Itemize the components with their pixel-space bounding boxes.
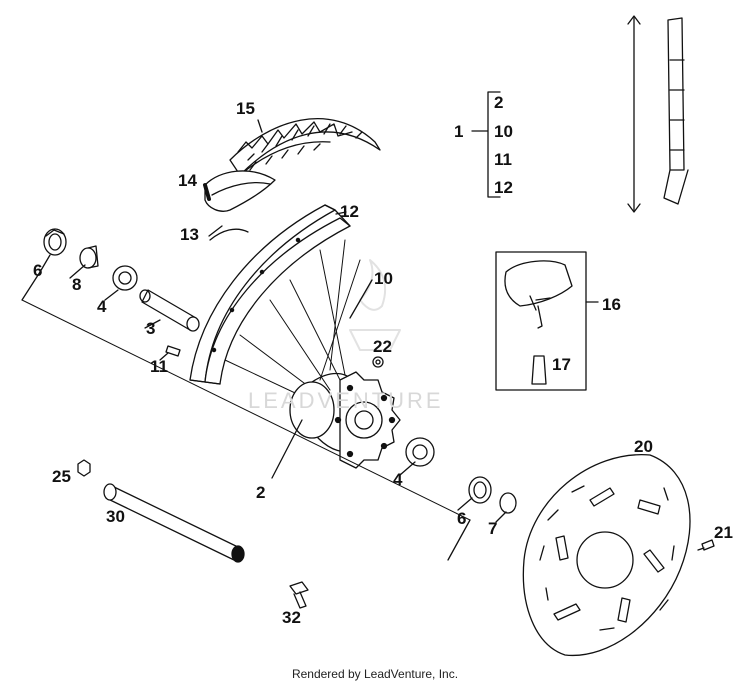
watermark: LEADVENTURE [248,388,444,413]
callout-10: 10 [374,269,393,288]
axle-centerline [21,299,471,521]
callout-6-left: 6 [33,261,43,280]
rim-part [189,204,351,385]
measuring-stick-part [627,15,689,213]
callout-16: 16 [602,295,621,314]
callout-12-rim: 12 [340,202,359,221]
callout-3: 3 [146,319,156,338]
rim-lock-box [495,251,587,391]
spacer-ring-right-part [468,476,492,504]
brake-disc-part [522,454,691,657]
callout-15: 15 [236,99,255,118]
tube-part [203,170,276,212]
assembly-item: 12 [494,178,513,197]
callout-25: 25 [52,467,71,486]
bushing-left-part [79,245,99,269]
spoke-nipple-part [165,345,181,357]
callout-2: 2 [256,483,266,502]
callout-21: 21 [714,523,733,542]
tire-part [229,118,381,176]
callout-6-right: 6 [457,509,467,528]
callout-14: 14 [178,171,197,190]
callout-17: 17 [552,355,571,374]
distance-sleeve-part [139,289,200,332]
callout-13: 13 [180,225,199,244]
callout-4-right: 4 [393,470,403,489]
assembly-item: 2 [494,93,504,112]
callout-22: 22 [373,337,392,356]
callout-32: 32 [282,608,301,627]
screw-32-part [289,581,309,609]
callout-20: 20 [634,437,653,456]
axle-part [103,483,245,563]
assembly-bracket [471,91,501,198]
assembly-label: 1 [454,122,464,141]
rim-band-part [209,228,249,241]
assembly-item: 11 [494,150,512,169]
callout-4-left: 4 [97,297,107,316]
assembly-item: 10 [494,122,513,141]
bushing-right-part [499,492,517,514]
callout-11: 11 [150,357,168,376]
callout-7: 7 [488,519,498,538]
valve-cap-part [531,355,547,385]
spacer-ring-left-part [43,228,67,256]
nut-25-part [77,459,91,477]
bearing-right-part [405,437,435,467]
footer-credit: Rendered by LeadVenture, Inc. [291,667,459,681]
bolt-21-part [697,539,715,551]
callout-30: 30 [106,507,125,526]
nut-22-part [372,356,384,368]
bearing-left-part [112,265,138,291]
hub-part [289,371,401,469]
callout-8: 8 [72,275,82,294]
